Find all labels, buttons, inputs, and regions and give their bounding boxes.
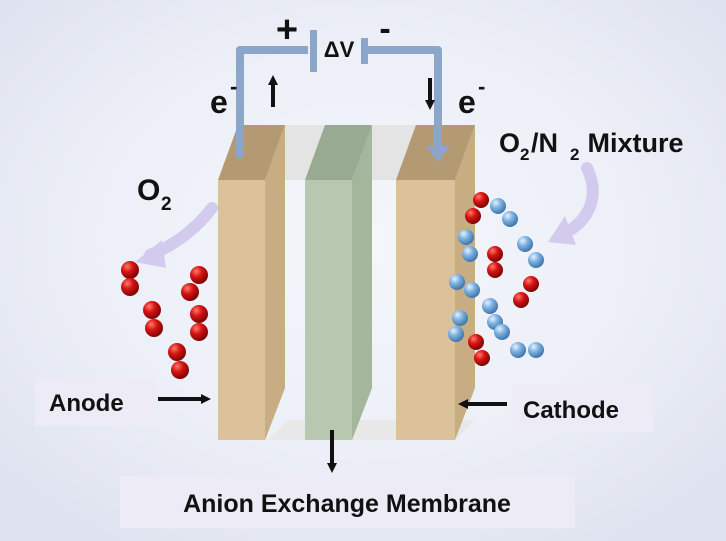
oxygen-atom <box>465 208 481 224</box>
nitrogen-atom <box>462 246 478 262</box>
oxygen-atom <box>473 192 489 208</box>
svg-text:2: 2 <box>520 145 529 164</box>
wire-arrowhead <box>426 146 450 162</box>
nitrogen-atom <box>482 298 498 314</box>
oxygen-atom <box>487 246 503 262</box>
cathode-label-box <box>513 384 653 432</box>
oxygen-atom <box>474 350 490 366</box>
nitrogen-atom <box>490 198 506 214</box>
nitrogen-atom <box>494 324 510 340</box>
svg-text:2: 2 <box>570 145 579 164</box>
oxygen-atom <box>121 261 139 279</box>
nitrogen-atom <box>517 236 533 252</box>
oxygen-atom <box>468 334 484 350</box>
external-circuit <box>236 46 442 158</box>
oxygen-atom <box>143 301 161 319</box>
voltage-label: ΔV <box>324 37 355 62</box>
nitrogen-atom <box>448 326 464 342</box>
membrane-panel <box>305 125 372 440</box>
nitrogen-atom <box>502 211 518 227</box>
anode-label-box <box>35 378 155 426</box>
nitrogen-atom <box>528 342 544 358</box>
oxygen-atom <box>523 276 539 292</box>
oxygen-atom <box>121 278 139 296</box>
plus-sign: + <box>276 9 298 51</box>
oxygen-atom <box>168 343 186 361</box>
svg-text:/N: /N <box>531 128 558 158</box>
svg-text:Mixture: Mixture <box>580 128 684 158</box>
membrane-label: Anion Exchange Membrane <box>183 490 511 518</box>
nitrogen-atom <box>452 310 468 326</box>
cathode-label: Cathode <box>523 397 619 424</box>
wire-right <box>368 46 442 150</box>
minus-sign: - <box>379 10 390 48</box>
gas-molecules-cathode <box>448 192 544 366</box>
electron-charge-right: - <box>478 74 485 99</box>
oxygen-atom <box>145 319 163 337</box>
curved-arrow-cathode-head <box>548 216 576 245</box>
nitrogen-atom <box>464 282 480 298</box>
oxygen-atom <box>181 283 199 301</box>
oxygen-atom <box>487 262 503 278</box>
svg-text:O: O <box>499 128 520 158</box>
curved-arrow-cathode <box>559 162 599 239</box>
mixture-label: O 2 /N 2 Mixture <box>499 128 684 164</box>
battery-plate-long <box>310 30 317 72</box>
nitrogen-atom <box>458 229 474 245</box>
electron-label-left: e <box>210 84 228 120</box>
nitrogen-atom <box>528 252 544 268</box>
oxygen-atom <box>190 323 208 341</box>
anode-electrode <box>218 125 285 440</box>
electron-label-right: e <box>458 84 476 120</box>
oxygen-atom <box>190 266 208 284</box>
electron-charge-left: - <box>230 74 237 99</box>
nitrogen-atom <box>510 342 526 358</box>
membrane-label-box <box>120 476 575 528</box>
o2-label: O 2 <box>137 174 172 215</box>
nitrogen-atom <box>449 274 465 290</box>
battery-plate-short <box>361 38 368 64</box>
oxygen-atom <box>171 361 189 379</box>
oxygen-atom <box>513 292 529 308</box>
wire-left <box>236 46 308 158</box>
svg-text:O: O <box>137 174 160 207</box>
anode-label: Anode <box>49 390 124 417</box>
oxygen-molecules-anode <box>121 261 208 379</box>
svg-text:2: 2 <box>161 194 172 215</box>
curved-arrow-anode-head <box>135 240 166 268</box>
oxygen-atom <box>190 305 208 323</box>
